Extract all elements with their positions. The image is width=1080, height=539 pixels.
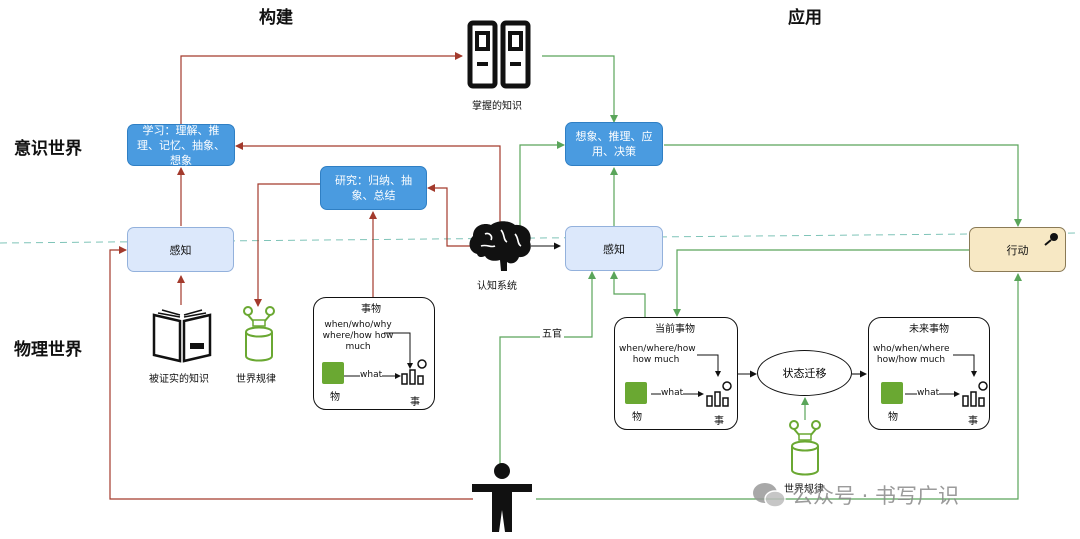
future-event-icon bbox=[962, 381, 988, 407]
current-things-box: 当前事物 when/where/how how much what 物 事 bbox=[614, 317, 738, 430]
header-mind-world: 意识世界 bbox=[14, 139, 82, 159]
perception-right-label: 感知 bbox=[603, 242, 625, 256]
brain-icon bbox=[469, 221, 531, 271]
future-things-what: what bbox=[917, 388, 940, 399]
edge-current-to-perception bbox=[610, 271, 646, 317]
key-icon bbox=[1044, 233, 1058, 246]
things-title: 事物 bbox=[361, 304, 381, 315]
future-things-box: 未来事物 who/when/where how/how much what 物 … bbox=[868, 317, 990, 430]
event-icon bbox=[401, 359, 427, 385]
research-label: 研究：归纳、抽象、总结 bbox=[335, 174, 412, 202]
edge-human-to-action bbox=[536, 273, 1022, 500]
edge-knowledge-to-decide bbox=[542, 55, 618, 123]
current-things-questions: when/where/how how much bbox=[619, 344, 696, 365]
verified-knowledge-label: 被证实的知识 bbox=[149, 374, 209, 385]
watermark-text: 公众号 · 书写广识 bbox=[792, 484, 960, 508]
mastered-knowledge-label: 掌握的知识 bbox=[472, 101, 522, 112]
things-event: 事 bbox=[410, 397, 420, 408]
edge-research-to-book bbox=[254, 183, 320, 307]
imagine-decide-box: 想象、推理、应用、决策 bbox=[565, 122, 663, 166]
imagine-decide-label: 想象、推理、应用、决策 bbox=[575, 130, 653, 158]
state-transition-label: 状态迁移 bbox=[782, 367, 827, 380]
person-icon bbox=[472, 463, 532, 532]
things-what: what bbox=[360, 370, 383, 381]
future-object-icon bbox=[881, 382, 903, 404]
edge-learning-to-knowledge bbox=[180, 52, 463, 124]
world-laws-bottom-label: 世界规律 bbox=[784, 484, 824, 495]
cognitive-system-label: 认知系统 bbox=[477, 281, 517, 292]
future-things-title: 未来事物 bbox=[909, 324, 949, 335]
edge-human-to-perception-right bbox=[499, 271, 596, 466]
world-laws-left-label: 世界规律 bbox=[236, 374, 276, 385]
database-icon-bottom bbox=[789, 420, 821, 476]
edge-brain-to-decide bbox=[519, 141, 565, 226]
learning-label: 学习：理解、推理、记忆、抽象、想象 bbox=[137, 123, 225, 167]
edge-decide-to-action bbox=[664, 144, 1022, 227]
action-label: 行动 bbox=[1006, 243, 1029, 257]
learning-box: 学习：理解、推理、记忆、抽象、想象 bbox=[127, 123, 235, 167]
future-things-event: 事 bbox=[968, 416, 978, 427]
things-box: 事物 when/who/why where/how how much what … bbox=[313, 297, 435, 410]
perception-left-label: 感知 bbox=[169, 243, 192, 257]
perception-right-box: 感知 bbox=[565, 226, 663, 271]
edge-brain-to-research bbox=[427, 184, 470, 247]
future-things-questions: who/when/where how/how much bbox=[873, 344, 950, 365]
header-build: 构建 bbox=[259, 8, 293, 28]
edge-human-to-perception bbox=[109, 246, 473, 500]
future-things-object: 物 bbox=[888, 412, 898, 423]
current-things-what: what bbox=[661, 388, 684, 399]
header-physical-world: 物理世界 bbox=[14, 340, 82, 360]
object-icon bbox=[322, 362, 344, 384]
header-apply: 应用 bbox=[788, 8, 822, 28]
current-things-object: 物 bbox=[632, 412, 642, 423]
state-transition-node: 状态迁移 bbox=[757, 350, 852, 396]
book-icon bbox=[152, 309, 212, 363]
things-questions: when/who/why where/how how much bbox=[322, 320, 394, 352]
watermark: 公众号 · 书写广识 bbox=[752, 480, 959, 510]
edge-action-to-current bbox=[673, 249, 969, 317]
current-object-icon bbox=[625, 382, 647, 404]
five-senses-label: 五官 bbox=[540, 325, 564, 340]
research-box: 研究：归纳、抽象、总结 bbox=[320, 166, 427, 210]
wechat-icon bbox=[753, 483, 786, 508]
things-object: 物 bbox=[330, 392, 340, 403]
action-box: 行动 bbox=[969, 227, 1066, 272]
current-things-event: 事 bbox=[714, 416, 724, 427]
current-event-icon bbox=[706, 381, 732, 407]
perception-left-box: 感知 bbox=[127, 227, 234, 272]
current-things-title: 当前事物 bbox=[655, 324, 695, 335]
database-icon bbox=[243, 306, 275, 362]
server-icon bbox=[467, 20, 531, 89]
edge-brain-to-learning bbox=[235, 142, 501, 226]
